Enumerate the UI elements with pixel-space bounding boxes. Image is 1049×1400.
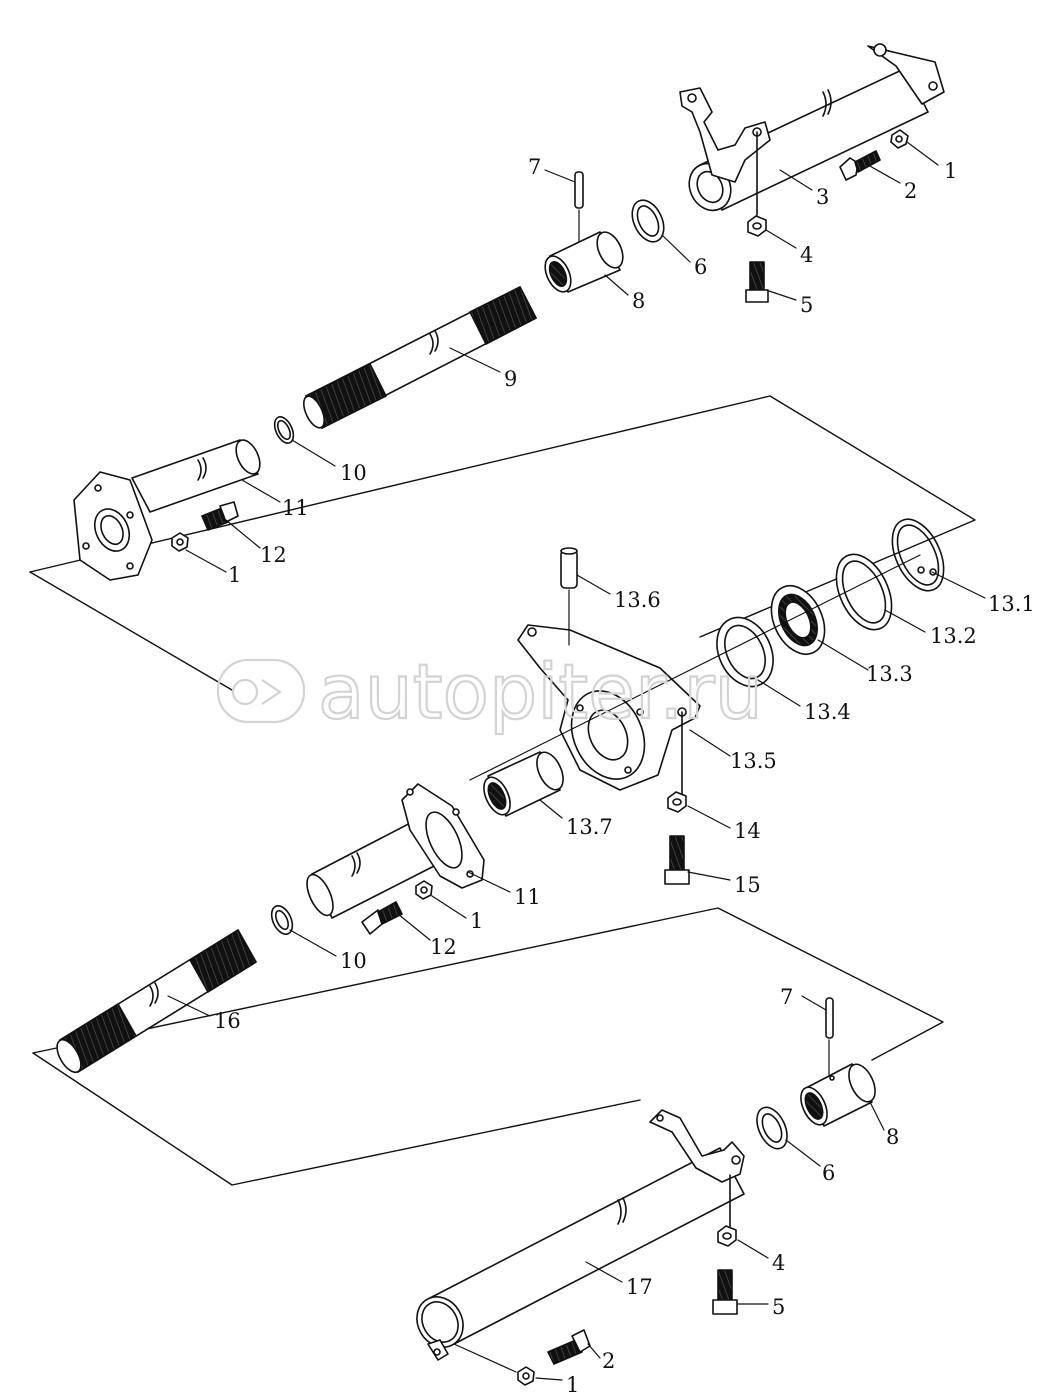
callout-11-top: 11 (282, 496, 309, 520)
ring-10-middle (270, 905, 294, 935)
callout-5-bottom: 5 (772, 1295, 785, 1319)
bolt-5-bottom (712, 1269, 738, 1315)
nut-1-upper-mid (171, 532, 189, 552)
callout-13-2: 13.2 (930, 624, 977, 648)
callout-labels: 1 2 3 4 5 6 7 8 9 10 11 12 1 13.6 13.1 1… (214, 155, 1035, 1397)
callout-13-7: 13.7 (566, 815, 613, 839)
callout-3: 3 (816, 185, 829, 209)
nut-14 (667, 791, 687, 813)
callout-13-1: 13.1 (988, 592, 1035, 616)
sleeve-8-bottom (800, 1063, 876, 1127)
nut-1-middle (415, 880, 433, 900)
callout-17: 17 (626, 1275, 653, 1299)
callout-4-bottom: 4 (772, 1251, 785, 1275)
bolt-2-bottom (547, 1329, 591, 1365)
callout-5-top: 5 (800, 293, 813, 317)
callout-9: 9 (504, 367, 517, 391)
callout-10-middle: 10 (340, 949, 367, 973)
watermark-text: autopiter.ru (318, 647, 763, 736)
leader-lines (167, 141, 986, 1381)
flanged-tube-11-top (73, 439, 261, 581)
nut-1-top (890, 129, 909, 149)
watermark: autopiter.ru (216, 646, 764, 737)
bolt-12-top (201, 501, 239, 531)
housing-13-5 (517, 624, 701, 791)
pin-13-6 (560, 547, 578, 646)
callout-1-upper-mid: 1 (228, 563, 241, 587)
bolt-15 (664, 835, 690, 885)
callout-1-bottom: 1 (566, 1373, 579, 1396)
bushing-13-7 (483, 751, 564, 817)
lower-assembly-outline (32, 907, 944, 1061)
callout-7-top: 7 (528, 155, 541, 179)
ring-10-top (273, 416, 295, 444)
tube-17 (416, 1109, 745, 1361)
ring-6-bottom (756, 1106, 788, 1150)
upper-assembly-outline-bottom (29, 571, 233, 691)
pin-7-bottom (825, 997, 834, 1076)
lower-assembly-outline-bottom (32, 1052, 641, 1186)
callout-14: 14 (734, 819, 761, 843)
callout-10-top: 10 (340, 461, 367, 485)
shaft-16 (56, 929, 257, 1074)
washer-13-2 (835, 553, 893, 631)
bolt-12-middle (361, 901, 403, 935)
flanged-tube-11-middle (306, 783, 485, 919)
nut-1-bottom (517, 1366, 535, 1386)
callout-12-top: 12 (260, 543, 287, 567)
upper-assembly-outline (29, 395, 976, 638)
sleeve-8-top (544, 231, 624, 293)
ring-6-top (631, 199, 665, 243)
callout-11-middle: 11 (514, 885, 541, 909)
bolt-2-top (839, 150, 881, 181)
callout-1-top: 1 (944, 159, 957, 183)
callout-13-5: 13.5 (730, 749, 777, 773)
nut-4-bottom (717, 1225, 737, 1247)
watermark-logo-icon (216, 658, 306, 724)
bolt-5-top (745, 261, 769, 303)
ring-13-4 (716, 616, 774, 688)
nut-4-top (747, 215, 767, 237)
shaft-9 (302, 286, 537, 429)
callout-13-3: 13.3 (866, 662, 913, 686)
callout-7-bottom: 7 (780, 985, 793, 1009)
callout-6-top: 6 (694, 255, 707, 279)
callout-2-top: 2 (904, 179, 917, 203)
axis-line-middle (469, 554, 921, 781)
callout-16: 16 (214, 1009, 241, 1033)
pin-7-top (574, 171, 584, 246)
callout-6-bottom: 6 (822, 1161, 835, 1185)
callout-1-middle: 1 (470, 909, 483, 933)
callout-12-middle: 12 (430, 935, 457, 959)
callout-8-bottom: 8 (886, 1125, 899, 1149)
callout-13-4: 13.4 (804, 700, 851, 724)
bearing-13-3 (770, 585, 826, 655)
callout-2-bottom: 2 (602, 1349, 615, 1373)
callout-13-6: 13.6 (614, 588, 661, 612)
callout-8-top: 8 (632, 289, 645, 313)
callout-15: 15 (734, 873, 761, 897)
callout-4-top: 4 (800, 243, 813, 267)
